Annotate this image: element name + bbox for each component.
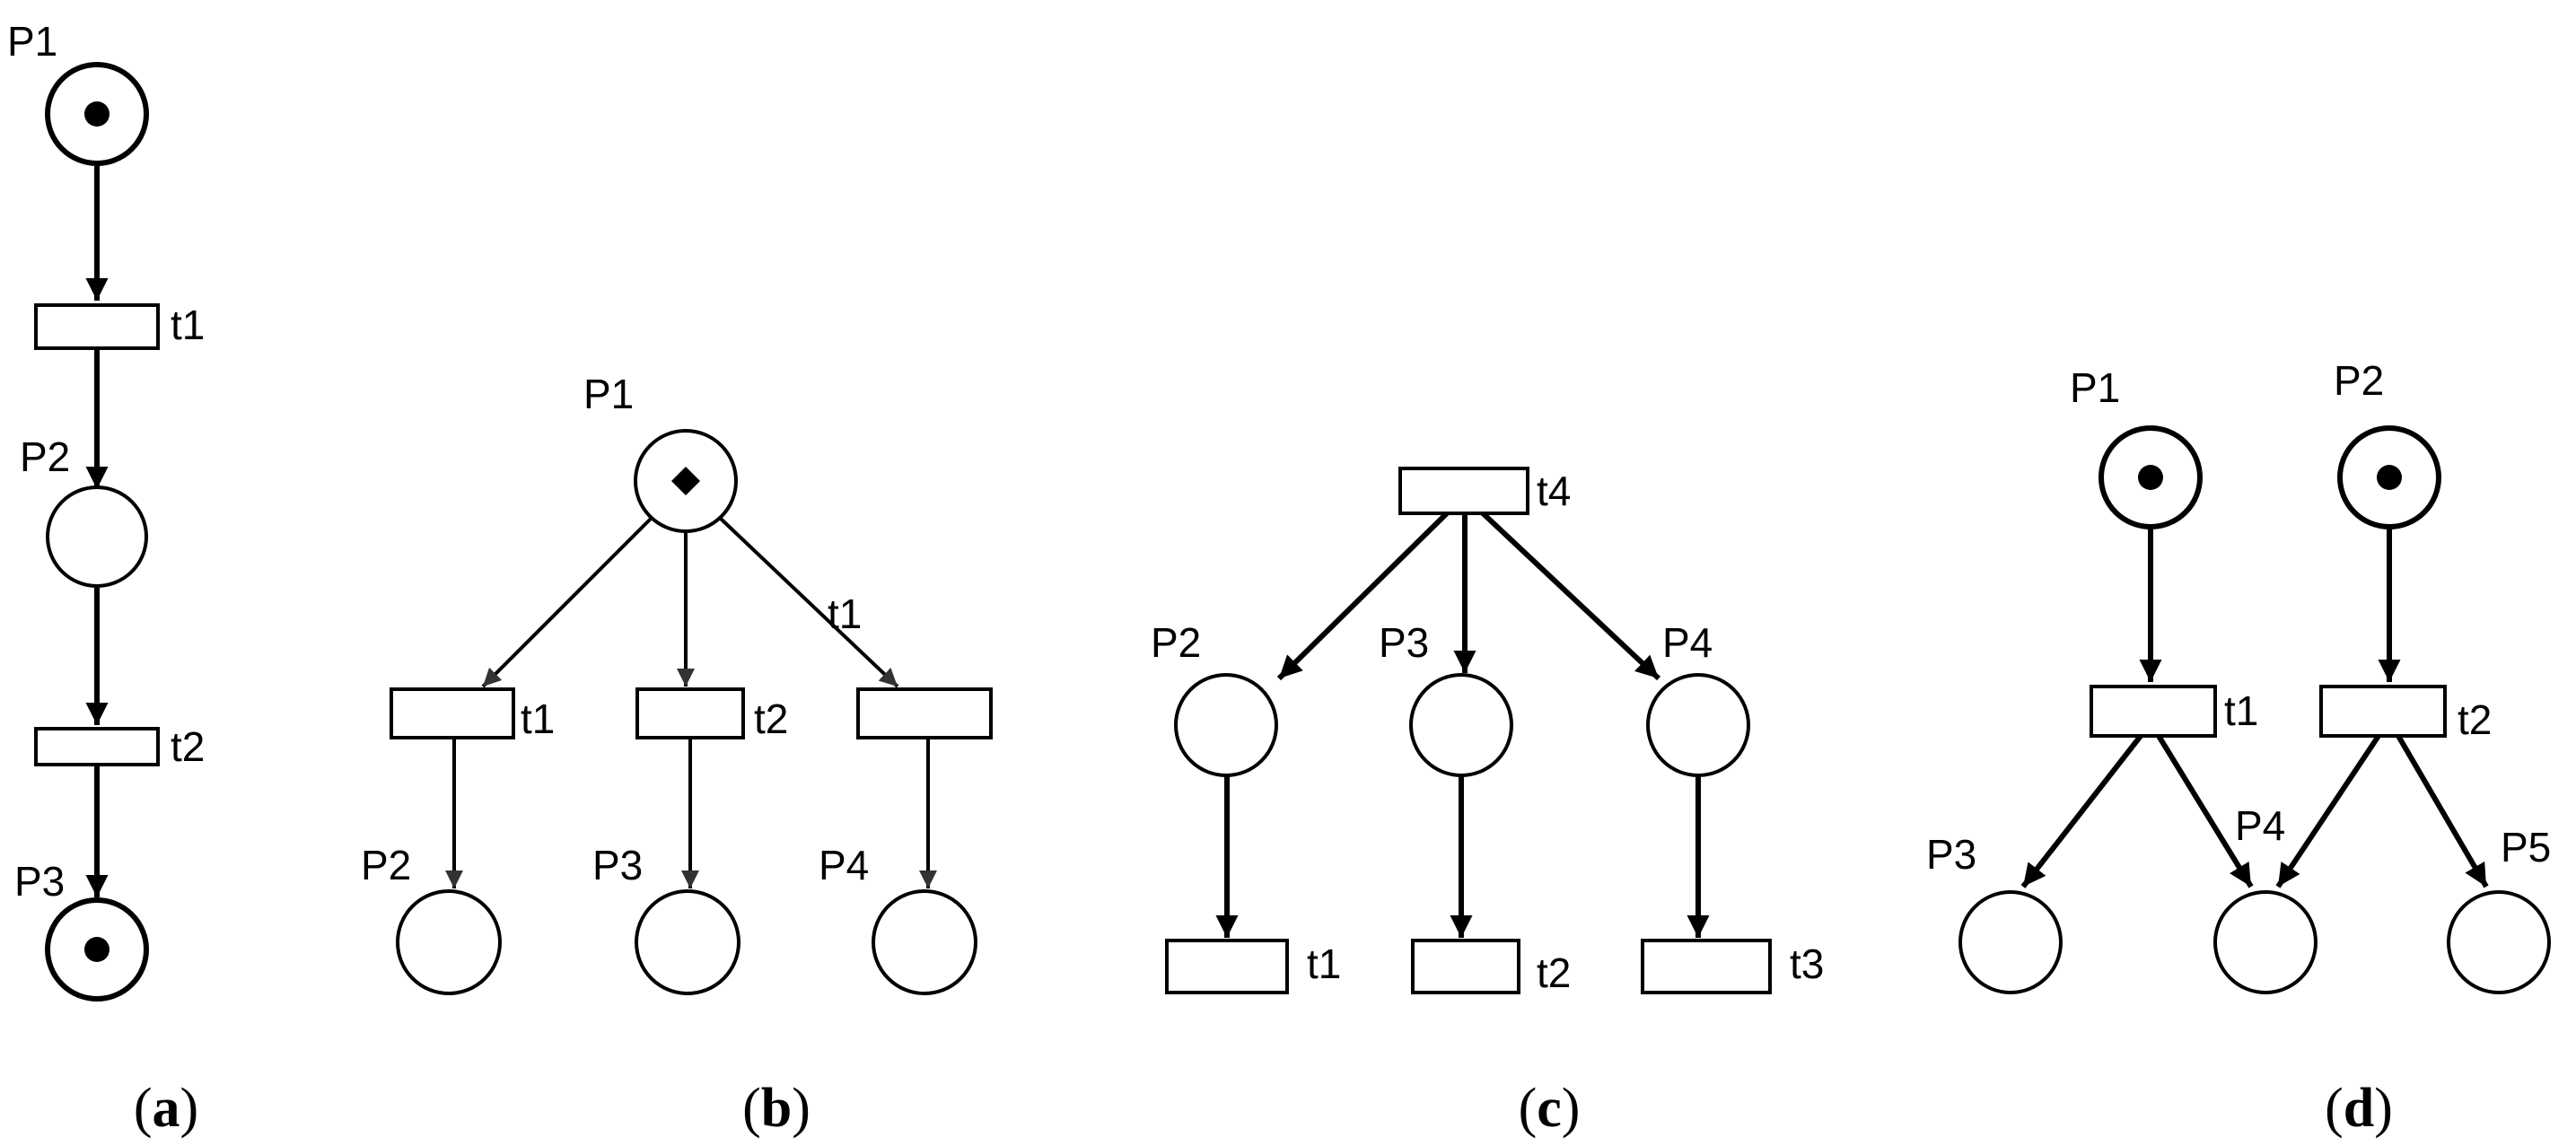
place-label-p3: P3 [1379,619,1429,666]
place-circle [46,486,148,588]
panel-caption-a: (a) [134,1078,198,1139]
place-p2 [46,486,148,588]
place-label-p5: P5 [2501,824,2551,870]
transition-t2 [34,727,160,766]
place-label-p4: P4 [819,842,869,888]
place-p1 [45,62,149,166]
place-label-p2: P2 [1151,619,1201,666]
arc-t2-p4 [2275,734,2381,888]
transition-label-t2: t2 [754,695,788,742]
place-label-p4: P4 [2235,802,2285,849]
place-p2 [396,889,502,995]
place-p3 [1409,673,1513,777]
transition-t2 [1411,939,1520,994]
token-dot [84,101,110,127]
place-p2 [1174,673,1278,777]
place-label-p3: P3 [1926,831,1976,878]
arcs [2020,528,2489,888]
token-diamond [671,467,700,495]
transition-label-t1: t1 [2224,687,2258,734]
panel-caption-b: (b) [742,1078,810,1139]
transition-t1-left [390,687,515,739]
panel-caption-c: (c) [1519,1078,1581,1139]
arcs [1215,509,1710,938]
transition-t1 [34,303,160,350]
token-dot [2377,465,2402,490]
arc-t4-p4 [1478,509,1661,681]
caption-letter: c [1537,1078,1562,1139]
place-p4 [1646,673,1750,777]
transition-t4 [1398,467,1529,515]
place-label-p1: P1 [583,371,634,417]
transition-label-t4: t4 [1537,468,1571,514]
transition-label-t2: t2 [2458,696,2492,743]
transition-label-t2: t2 [171,723,205,770]
place-label-p2: P2 [361,842,411,888]
place-p2 [2337,425,2441,529]
place-p4 [2213,890,2318,994]
panel-c: t4 P2 P3 P4 t1 t2 t3 (c) [1151,467,1824,1139]
arc-t1-p3 [2020,734,2143,888]
transition-label-t1-left: t1 [521,695,555,742]
arc-t2-p5 [2396,734,2489,888]
arc-t1-p4 [2156,734,2254,888]
place-label-p1: P1 [7,18,57,65]
panel-d: P1 P2 t1 t2 P3 P4 P5 (d) [1926,357,2551,1139]
transition-label-t2: t2 [1537,949,1571,996]
caption-letter: a [153,1078,180,1139]
token-dot [2138,465,2163,490]
transition-t1 [2090,685,2217,738]
place-p3 [45,897,149,1002]
transition-label-t1: t1 [171,302,205,348]
place-p4 [872,889,977,995]
panel-caption-d: (d) [2325,1078,2393,1139]
arcs [445,517,937,888]
place-p1 [634,429,738,533]
place-p3 [1958,890,2063,994]
caption-letter: b [761,1078,792,1139]
place-label-p4: P4 [1662,619,1713,666]
transition-label-t3: t3 [1790,940,1824,987]
panel-b: P1 P2 P3 P4 t1 t2 t1 (b) [361,371,993,1139]
transition-label-t1-right: t1 [828,590,862,637]
arc-p1-t1-left [481,517,653,688]
place-p5 [2447,890,2551,994]
arc-t4-p2 [1276,509,1451,681]
transition-t1-right [856,687,993,739]
place-p3 [635,889,740,995]
transition-t1 [1165,939,1289,994]
caption-letter: d [2344,1078,2374,1139]
place-label-p1: P1 [2070,364,2120,411]
token-dot [84,937,110,962]
place-label-p3: P3 [592,842,643,888]
place-label-p3: P3 [14,858,65,905]
place-p1 [2098,425,2203,529]
place-label-p2: P2 [2334,357,2384,404]
transition-t3 [1641,939,1772,994]
arc-p1-t1-right [719,517,899,688]
transition-label-t1: t1 [1307,940,1341,987]
transition-t2 [635,687,745,739]
transition-t2 [2319,685,2447,738]
place-label-p2: P2 [20,433,70,480]
panel-a: P1 P2 P3 t1 t2 (a) [7,18,205,1139]
